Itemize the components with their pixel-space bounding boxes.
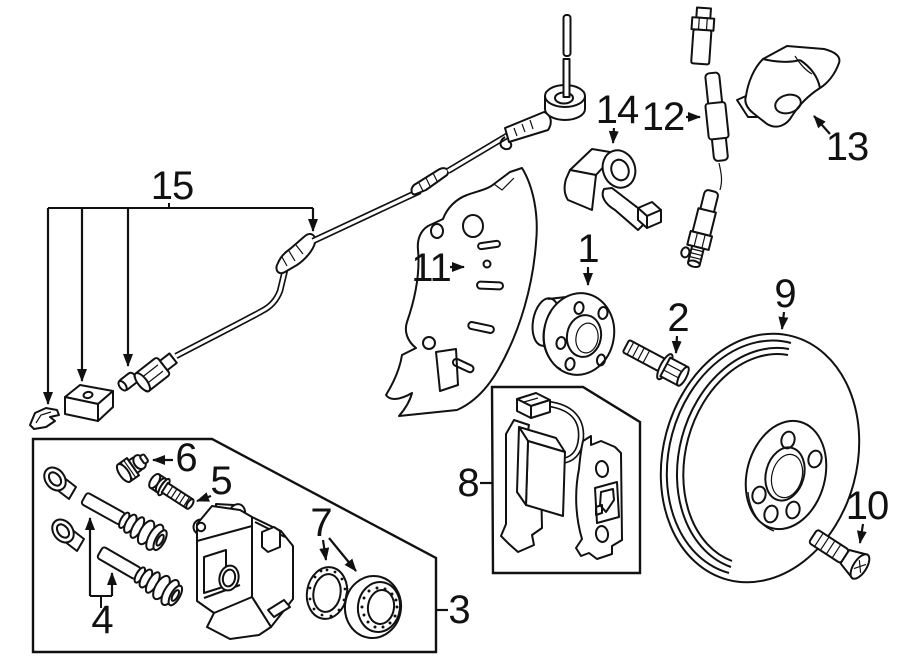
inner-brake-pad	[500, 392, 585, 553]
wire-clip	[29, 407, 60, 430]
hose-bracket	[736, 45, 841, 128]
callout-1: 1	[577, 227, 598, 271]
caliper-bolt	[148, 473, 195, 510]
brake-rotor	[659, 332, 861, 584]
sensor-head	[133, 352, 178, 393]
wire-connector	[64, 384, 114, 422]
callout-13: 13	[826, 125, 869, 169]
caliper-body	[192, 503, 294, 640]
wire-boot	[275, 233, 317, 275]
callout-7: 7	[310, 501, 331, 545]
wire-pin	[562, 58, 571, 98]
callout-14-leader	[608, 127, 619, 144]
callout-3: 3	[448, 588, 469, 632]
callout-11: 11	[411, 246, 451, 290]
guide-bushings	[43, 466, 85, 552]
callout-4: 4	[91, 598, 113, 642]
callout-9-leader	[778, 311, 789, 330]
callout-6: 6	[175, 436, 196, 480]
sensor-wire	[29, 14, 586, 430]
wire-funnel	[504, 111, 552, 143]
splash-shield	[385, 167, 538, 417]
callout-8: 8	[457, 461, 478, 505]
bleeder-screw	[115, 453, 149, 483]
callout-5: 5	[210, 459, 231, 503]
guide-pin-upper	[80, 492, 168, 552]
wire-ferrule	[410, 167, 450, 196]
pads-box	[490, 385, 642, 575]
wire-pin-tip	[562, 14, 572, 57]
callout-7-leader	[319, 537, 357, 572]
hub-bolt	[622, 339, 690, 387]
piston-boot	[343, 575, 403, 639]
piston-seal	[305, 566, 349, 620]
wheel-hub	[531, 292, 616, 376]
callout-12: 12	[642, 95, 685, 139]
callout-2: 2	[667, 296, 688, 340]
callout-2-leader	[671, 335, 682, 354]
callout-10: 10	[846, 484, 889, 528]
callout-9: 9	[774, 272, 795, 316]
wire-bushing	[117, 371, 139, 392]
stud-x-mark	[853, 560, 867, 573]
wheel-stud	[808, 529, 871, 580]
wire-hook	[499, 136, 513, 151]
brake-hose	[680, 6, 730, 269]
callout-15-leader	[43, 203, 318, 405]
caliper-box	[31, 437, 438, 654]
callout-14: 14	[596, 88, 639, 132]
callout-10-leader	[856, 523, 867, 544]
outer-brake-pad	[575, 435, 623, 560]
callout-5-leader	[196, 492, 212, 503]
callout-13-leader	[813, 115, 831, 135]
guide-pin-lower	[96, 546, 184, 607]
callout-15: 15	[151, 164, 194, 208]
callout-4-leader	[85, 517, 117, 608]
abs-sensor	[563, 148, 662, 231]
